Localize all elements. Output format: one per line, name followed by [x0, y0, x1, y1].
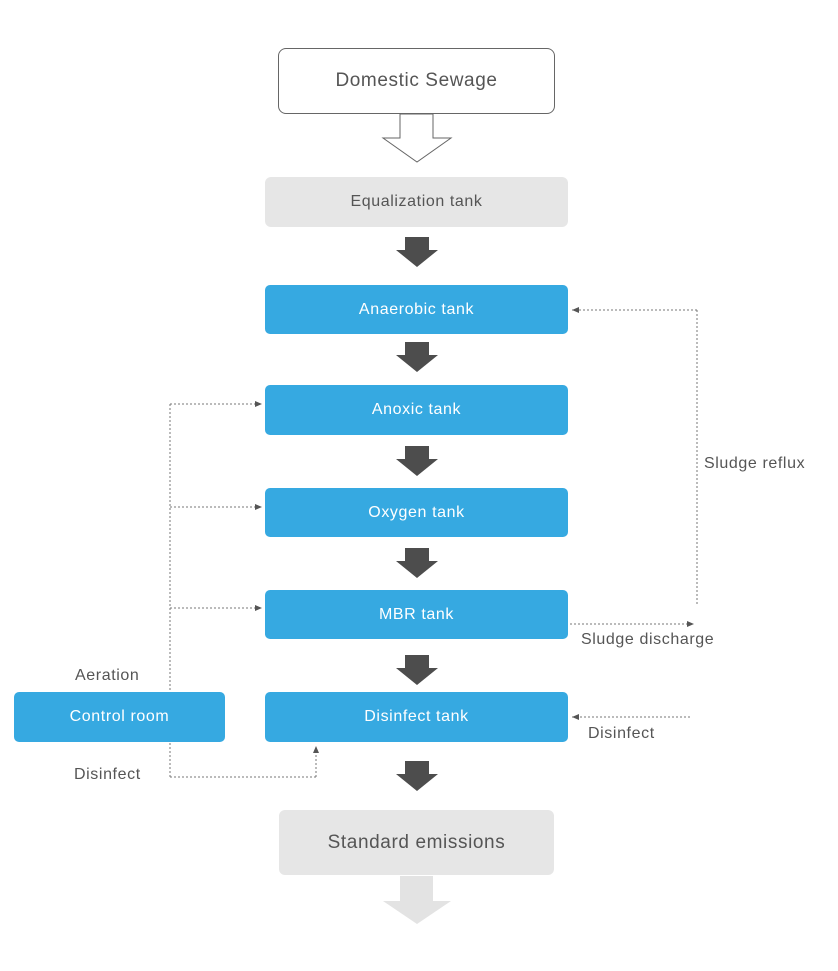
anaerobic-tank-label: Anaerobic tank: [358, 300, 475, 318]
control-room-box: Control room: [14, 692, 225, 742]
oxygen-tank-box: Oxygen tank: [265, 488, 568, 537]
flow-arrow-1: [396, 237, 438, 267]
anoxic-tank-label: Anoxic tank: [371, 401, 462, 418]
hollow-arrow-sewage: [381, 113, 453, 163]
flow-arrow-2: [396, 342, 438, 372]
domestic-sewage-box: Domestic Sewage: [278, 48, 555, 114]
standard-emissions-label: Standard emissions: [327, 831, 506, 853]
flow-arrow-4: [396, 548, 438, 578]
equalization-tank-box: Equalization tank: [265, 177, 568, 227]
mbr-tank-box: MBR tank: [265, 590, 568, 639]
disinfect-tank-box: Disinfect tank: [265, 692, 568, 742]
anoxic-tank-box: Anoxic tank: [265, 385, 568, 435]
standard-emissions-box: Standard emissions: [279, 810, 554, 875]
disinfect-tank-label: Disinfect tank: [364, 708, 469, 725]
disinfect-left-label: Disinfect: [74, 766, 141, 783]
flow-arrow-3: [396, 446, 438, 476]
flow-arrow-6: [396, 761, 438, 791]
oxygen-tank-label: Oxygen tank: [368, 503, 465, 521]
sludge-reflux-label: Sludge reflux: [704, 455, 806, 472]
mbr-tank-label: MBR tank: [378, 605, 455, 623]
equalization-tank-label: Equalization tank: [350, 193, 483, 210]
sludge-discharge-label: Sludge discharge: [581, 631, 715, 648]
disinfect-right-label: Disinfect: [588, 725, 655, 742]
exit-arrow: [383, 876, 451, 924]
domestic-sewage-label: Domestic Sewage: [335, 70, 498, 91]
flow-arrow-5: [396, 655, 438, 685]
control-room-label: Control room: [69, 708, 170, 725]
anaerobic-tank-box: Anaerobic tank: [265, 285, 568, 334]
aeration-label: Aeration: [75, 667, 140, 684]
